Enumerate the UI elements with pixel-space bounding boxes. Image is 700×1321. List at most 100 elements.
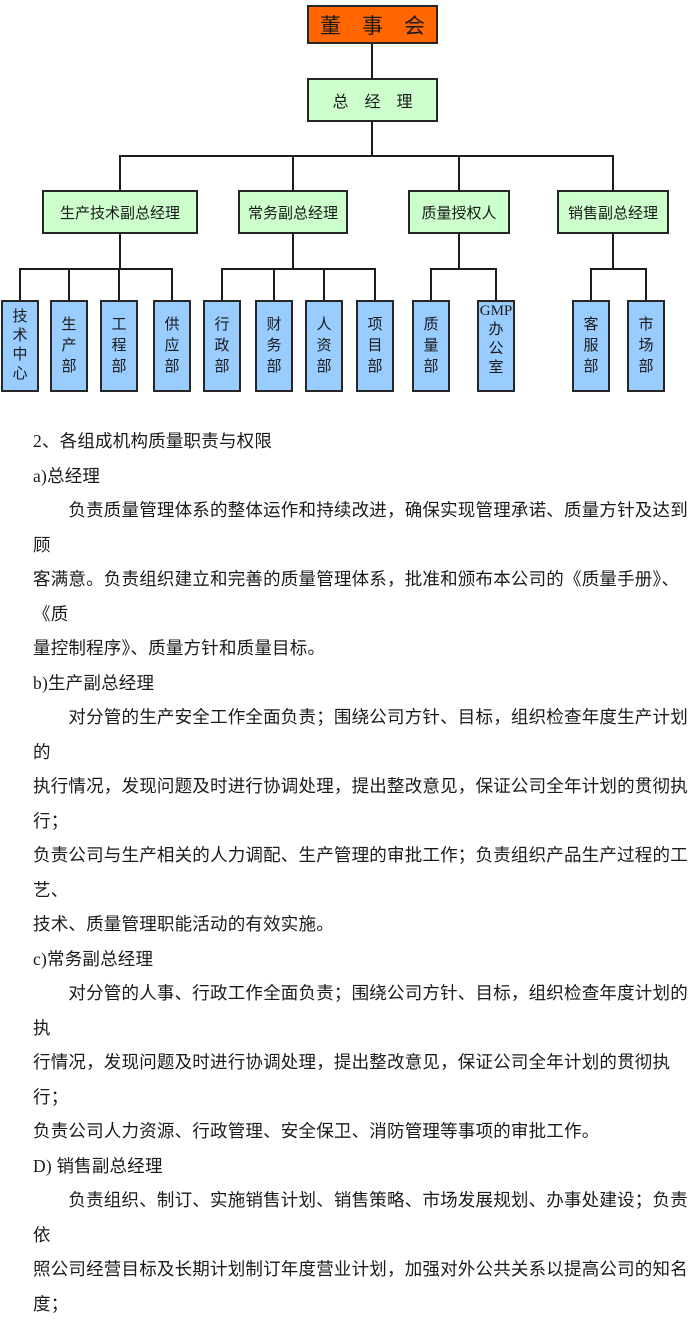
dept-label-char: 项 bbox=[367, 316, 383, 333]
connector-line bbox=[323, 268, 325, 300]
dept-label-char: 务 bbox=[266, 337, 282, 354]
dept-label-char: 生 bbox=[61, 316, 77, 333]
connector-line bbox=[221, 268, 375, 270]
connector-line bbox=[371, 44, 373, 78]
dept-label-char: 质 bbox=[423, 316, 439, 333]
dept-label-char: 服 bbox=[583, 337, 599, 354]
document-body: 2、各组成机构质量职责与权限 a)总经理 负责质量管理体系的整体运作和持续改进，… bbox=[0, 424, 700, 1321]
doc-line: 负责公司与生产相关的人力调配、生产管理的审批工作；负责组织产品生产过程的工艺、 bbox=[33, 845, 688, 900]
doc-label-a: a)总经理 bbox=[33, 465, 101, 486]
dept-label-char: 部 bbox=[61, 358, 77, 375]
dept-label-char: 部 bbox=[164, 358, 180, 375]
doc-line: 行情况，发现问题及时进行协调处理，提出整改意见，保证公司全年计划的贯彻执行； bbox=[33, 1052, 671, 1107]
dept-label-char: 目 bbox=[367, 337, 383, 354]
exec-box-sales-vp: 销售副总经理 bbox=[557, 190, 669, 234]
dept-label-char: 客 bbox=[583, 316, 599, 333]
board-of-directors-box: 董 事 会 bbox=[307, 5, 438, 44]
dept-box-project: 项目部 bbox=[356, 300, 394, 392]
dept-label-char: 量 bbox=[423, 337, 439, 354]
doc-heading: 2、各组成机构质量职责与权限 bbox=[33, 431, 273, 451]
dept-label-char: 部 bbox=[214, 358, 230, 375]
general-manager-label: 总 经 理 bbox=[332, 94, 413, 111]
exec-label-production-tech-vp: 生产技术副总经理 bbox=[59, 205, 180, 222]
dept-label-char: 工 bbox=[111, 316, 127, 333]
connector-line bbox=[590, 268, 646, 270]
dept-box-quality: 质量部 bbox=[412, 300, 450, 392]
exec-label-executive-vp: 常务副总经理 bbox=[247, 205, 338, 222]
exec-label-quality-authorized-person: 质量授权人 bbox=[421, 205, 497, 222]
dept-label-char: 部 bbox=[423, 358, 439, 375]
dept-box-market: 市场部 bbox=[627, 300, 665, 392]
connector-line bbox=[292, 155, 294, 190]
dept-box-hr: 人资部 bbox=[305, 300, 343, 392]
dept-label-char: 部 bbox=[316, 358, 332, 375]
doc-line: 照公司经营目标及长期计划制订年度营业计划，加强对外公共关系以提高公司的知名度； bbox=[33, 1259, 688, 1314]
doc-line: 对分管的生产安全工作全面负责；围绕公司方针、目标，组织检查年度生产计划的 bbox=[33, 707, 688, 762]
dept-box-administration: 行政部 bbox=[203, 300, 241, 392]
connector-line bbox=[590, 268, 592, 300]
connector-line bbox=[119, 155, 121, 190]
dept-label-char: 财 bbox=[266, 316, 282, 333]
dept-label-char: 部 bbox=[367, 358, 383, 375]
connector-line bbox=[458, 234, 460, 268]
dept-box-supply: 供应部 bbox=[153, 300, 191, 392]
dept-label-char: 部 bbox=[111, 358, 127, 375]
connector-line bbox=[645, 268, 647, 300]
connector-line bbox=[458, 155, 460, 190]
doc-line: 客满意。负责组织建立和完善的质量管理体系，批准和颁布本公司的《质量手册》、《质 bbox=[33, 569, 680, 624]
connector-line bbox=[612, 155, 614, 190]
exec-box-executive-vp: 常务副总经理 bbox=[238, 190, 348, 234]
doc-label-c: c)常务副总经理 bbox=[33, 948, 154, 969]
dept-label-char: 市 bbox=[638, 316, 654, 333]
doc-line: 负责组织、制订、实施销售计划、销售策略、市场发展规划、办事处建设；负责依 bbox=[33, 1190, 688, 1245]
dept-label-char: 程 bbox=[111, 337, 127, 354]
dept-box-gmp-office: GMP 办公室 bbox=[477, 300, 515, 392]
connector-line bbox=[119, 234, 121, 268]
dept-label-char: 部 bbox=[583, 358, 599, 375]
dept-box-technology-center: 技术中心 bbox=[1, 300, 39, 392]
doc-line: 负责质量管理体系的整体运作和持续改进，确保实现管理承诺、质量方针及达到顾 bbox=[33, 500, 688, 555]
doc-line: 执行情况，发现问题及时进行协调处理，提出整改意见，保证公司全年计划的贯彻执行； bbox=[33, 776, 688, 831]
connector-line bbox=[374, 268, 376, 300]
doc-line: 对分管的人事、行政工作全面负责；围绕公司方针、目标，组织检查年度计划的执 bbox=[33, 983, 688, 1038]
dept-box-customer-service: 客服部 bbox=[572, 300, 610, 392]
doc-line: 量控制程序》、质量方针和质量目标。 bbox=[33, 638, 326, 658]
connector-line bbox=[495, 268, 497, 300]
dept-label-char: 部 bbox=[266, 358, 282, 375]
general-manager-box: 总 经 理 bbox=[307, 78, 438, 122]
dept-label-char: 供 bbox=[164, 316, 180, 333]
connector-line bbox=[292, 234, 294, 268]
connector-line bbox=[430, 268, 432, 300]
connector-line bbox=[19, 268, 21, 300]
board-of-directors-label: 董 事 会 bbox=[320, 13, 425, 38]
connector-line bbox=[612, 234, 614, 268]
exec-box-quality-authorized-person: 质量授权人 bbox=[408, 190, 510, 234]
connector-line bbox=[119, 155, 614, 157]
dept-label-char: 部 bbox=[638, 358, 654, 375]
connector-line bbox=[19, 268, 172, 270]
dept-label-char: 产 bbox=[61, 337, 77, 354]
dept-label-char: 人 bbox=[316, 316, 332, 333]
dept-label-char: 中 bbox=[12, 347, 28, 363]
dept-label-char: 心 bbox=[12, 366, 28, 382]
dept-label-char: 资 bbox=[316, 337, 332, 354]
doc-line: 技术、质量管理职能活动的有效实施。 bbox=[33, 914, 334, 934]
dept-label-char: 办 bbox=[488, 322, 504, 338]
doc-label-d: D) 销售副总经理 bbox=[33, 1155, 163, 1176]
dept-label-char: GMP bbox=[479, 303, 513, 319]
connector-line bbox=[221, 268, 223, 300]
org-chart: 董 事 会 总 经 理 生产技术副总经理 常务副总经理 质量授权人 销售副总经理 bbox=[0, 0, 700, 422]
dept-label-char: 应 bbox=[164, 337, 180, 354]
dept-label-char: 公 bbox=[488, 341, 504, 357]
dept-label-char: 室 bbox=[488, 360, 504, 376]
connector-line bbox=[430, 268, 496, 270]
dept-box-engineering: 工程部 bbox=[100, 300, 138, 392]
exec-box-production-tech-vp: 生产技术副总经理 bbox=[42, 190, 198, 234]
connector-line bbox=[273, 268, 275, 300]
doc-label-b: b)生产副总经理 bbox=[33, 672, 155, 693]
dept-box-finance: 财务部 bbox=[255, 300, 293, 392]
doc-line: 负责公司人力资源、行政管理、安全保卫、消防管理等事项的审批工作。 bbox=[33, 1121, 600, 1141]
connector-line bbox=[118, 268, 120, 300]
connector-line bbox=[371, 122, 373, 157]
dept-label-char: 场 bbox=[638, 337, 654, 354]
